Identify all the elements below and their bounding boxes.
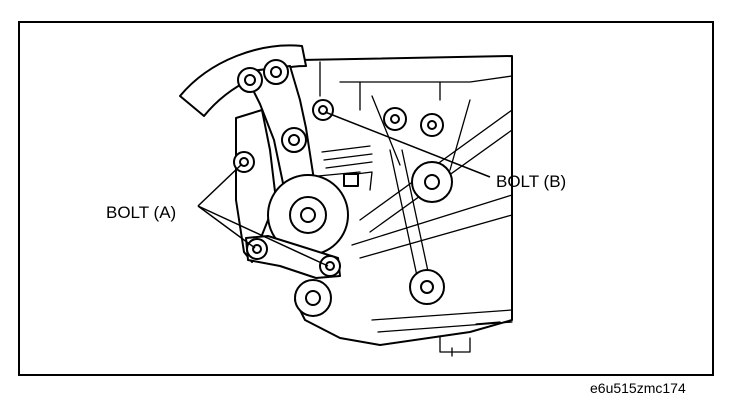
detent-spring (317, 145, 373, 191)
figure-id: e6u515zmc174 (590, 380, 686, 396)
bolt-b (312, 99, 334, 121)
bolt-b-label: BOLT (B) (496, 172, 566, 191)
figure-frame (18, 21, 714, 376)
bolt-b-leader (324, 111, 491, 178)
lower-bracket (245, 235, 341, 279)
bolt-a-lower-left (246, 238, 268, 260)
bolt-a-label: BOLT (A) (106, 203, 176, 222)
case-bosses (294, 107, 453, 317)
bolt-a-leaders (197, 163, 329, 267)
shaft-boss (267, 174, 349, 256)
bolt-a-lower-right (319, 255, 341, 277)
